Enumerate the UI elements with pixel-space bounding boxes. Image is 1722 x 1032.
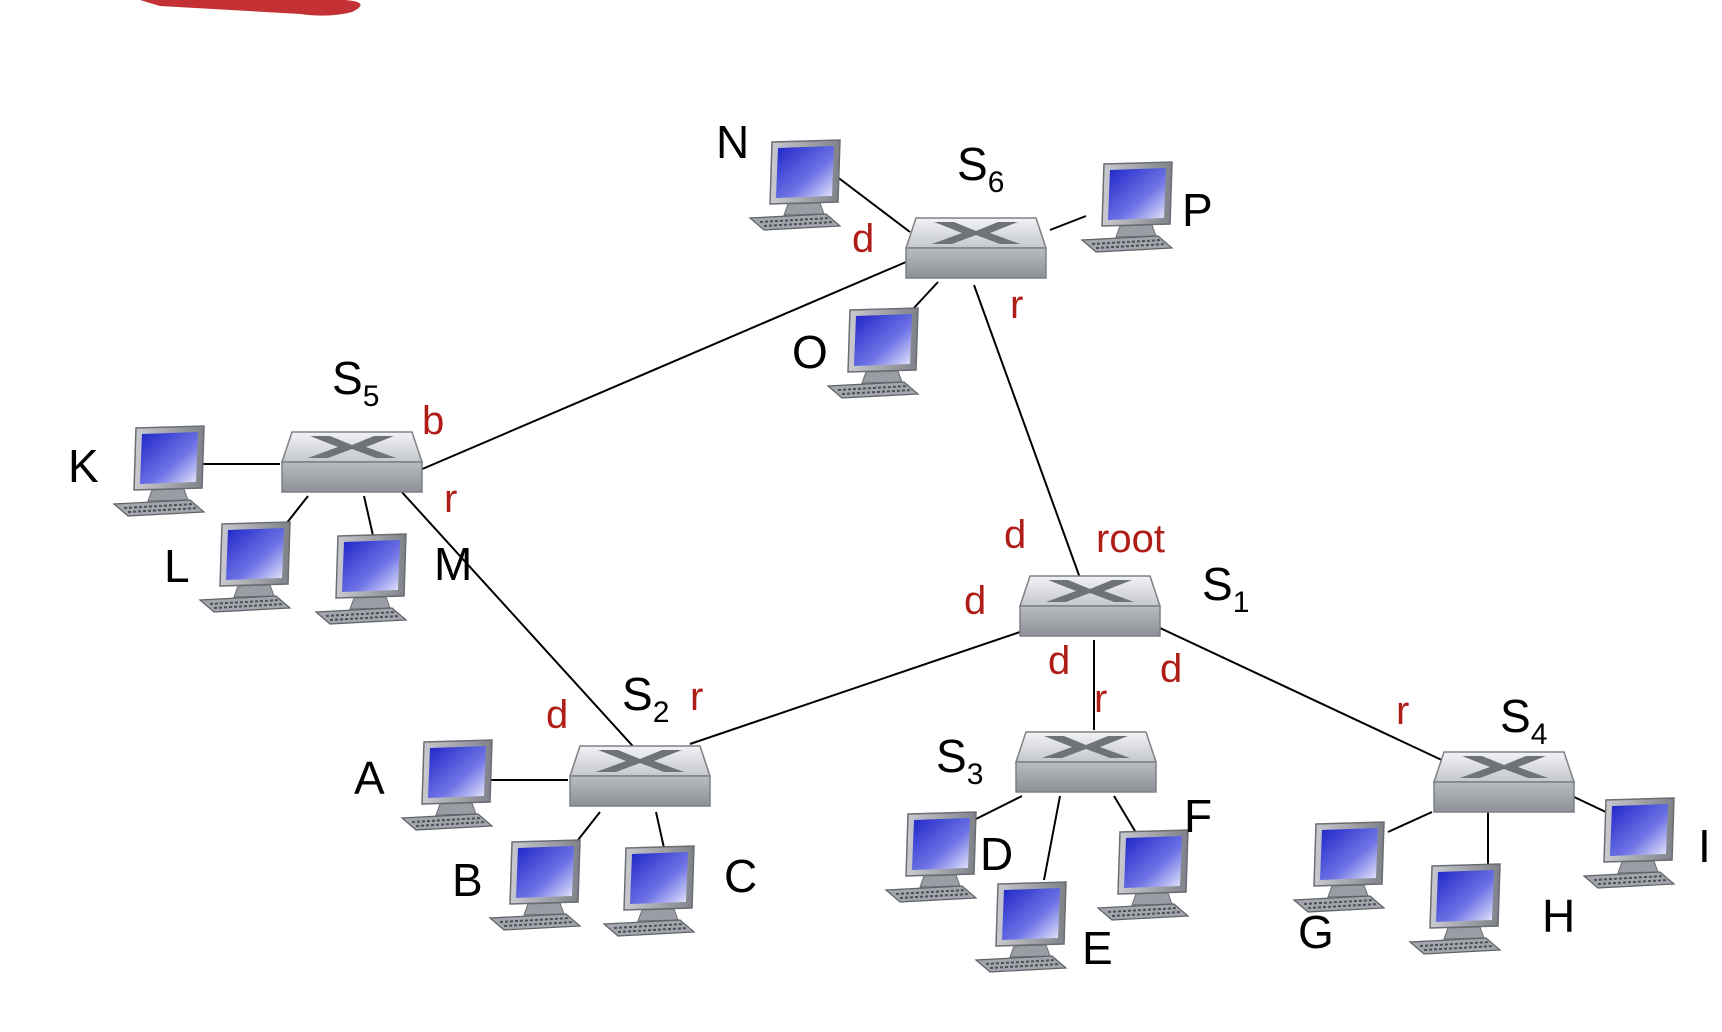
link-l-s5	[285, 495, 309, 525]
port-label-s1-d-right: d	[1160, 647, 1182, 691]
host-label: M	[434, 538, 472, 590]
host-label: N	[716, 116, 749, 168]
desktop-computer-icon	[749, 139, 841, 231]
desktop-computer-icon	[885, 811, 977, 903]
host-I: I	[1583, 797, 1711, 889]
port-label-s6-r: r	[1010, 283, 1023, 327]
switch-s5: S5	[281, 352, 423, 493]
desktop-computer-icon	[1409, 863, 1501, 955]
host-A: A	[354, 739, 493, 831]
link-b-s2	[577, 811, 601, 841]
link-m-s5	[363, 495, 375, 541]
desktop-computer-icon	[1583, 797, 1675, 889]
port-label-s1-d-bottom: d	[1048, 639, 1070, 683]
host-G: G	[1293, 821, 1385, 958]
link-g-s4	[1387, 811, 1433, 833]
host-P: P	[1081, 161, 1213, 253]
desktop-computer-icon	[401, 739, 493, 831]
port-label-s1-root: root	[1096, 517, 1165, 561]
host-label: A	[354, 752, 385, 804]
port-label-s4-r: r	[1396, 689, 1409, 733]
switch-label: S4	[1500, 690, 1547, 751]
red-marker-stroke	[140, 0, 361, 16]
host-D: D	[885, 811, 1013, 903]
switch-icon	[1433, 751, 1575, 813]
host-label: O	[792, 326, 828, 378]
host-L: L	[164, 521, 291, 613]
host-K: K	[68, 425, 205, 517]
desktop-computer-icon	[199, 521, 291, 613]
desktop-computer-icon	[489, 839, 581, 931]
switch-icon	[1019, 575, 1161, 637]
desktop-computer-icon	[603, 845, 695, 937]
host-label: F	[1184, 790, 1212, 842]
links	[196, 175, 1611, 881]
switch-s1: S1	[1019, 558, 1249, 637]
host-label: C	[724, 850, 757, 902]
switch-s2: S2	[569, 668, 711, 807]
link-s2-s1	[689, 631, 1021, 745]
link-s1-s4	[1159, 627, 1447, 763]
host-label: P	[1182, 184, 1213, 236]
port-label-s5-b: b	[422, 399, 444, 443]
switch-s6: S6	[905, 138, 1047, 279]
port-label-s1-d-left: d	[964, 579, 986, 623]
desktop-computer-icon	[1293, 821, 1385, 913]
host-B: B	[452, 839, 581, 931]
port-label-s2-r: r	[690, 675, 703, 719]
switch-label: S3	[936, 730, 983, 791]
port-label-s5-r: r	[444, 477, 457, 521]
host-C: C	[603, 845, 757, 937]
switch-icon	[281, 431, 423, 493]
host-H: H	[1409, 863, 1575, 955]
desktop-computer-icon	[1081, 161, 1173, 253]
host-N: N	[716, 116, 841, 231]
host-label: K	[68, 440, 99, 492]
switch-s3: S3	[936, 730, 1157, 793]
desktop-computer-icon	[1097, 829, 1189, 921]
switch-label: S1	[1202, 558, 1249, 619]
switch-label: S5	[332, 352, 379, 413]
desktop-computer-icon	[113, 425, 205, 517]
link-o-s6	[911, 281, 939, 311]
link-c-s2	[655, 811, 665, 849]
host-label: E	[1082, 922, 1113, 974]
host-E: E	[975, 881, 1113, 974]
link-n-s6	[835, 175, 911, 233]
host-label: L	[164, 540, 190, 592]
host-label: G	[1298, 906, 1334, 958]
desktop-computer-icon	[315, 533, 407, 625]
host-F: F	[1097, 790, 1212, 921]
link-e-s3	[1043, 795, 1061, 881]
switch-icon	[1015, 731, 1157, 793]
desktop-computer-icon	[827, 307, 919, 399]
switch-label: S6	[957, 138, 1004, 199]
port-label-s3-r: r	[1094, 677, 1107, 721]
link-f-s3	[1113, 795, 1139, 837]
host-O: O	[792, 307, 919, 399]
switch-icon	[905, 217, 1047, 279]
host-label: D	[980, 828, 1013, 880]
switch-icon	[569, 745, 711, 807]
port-label-s2-d: d	[546, 693, 568, 737]
port-label-s1-d-top: d	[1004, 513, 1026, 557]
link-s6-s1	[973, 284, 1081, 579]
link-i-s4	[1571, 795, 1611, 815]
switch-label: S2	[622, 668, 669, 729]
host-label: H	[1542, 890, 1575, 942]
host-label: B	[452, 854, 483, 906]
link-s5-s2	[399, 489, 641, 755]
desktop-computer-icon	[975, 881, 1067, 973]
host-label: I	[1698, 820, 1711, 872]
host-M: M	[315, 533, 472, 625]
link-s6-s5	[419, 261, 907, 471]
link-d-s3	[969, 795, 1023, 823]
link-p-s6	[1049, 215, 1087, 231]
port-label-s6-d: d	[852, 217, 874, 261]
port-labels: d r b r d root d d d r d r r	[422, 217, 1409, 737]
switch-s4: S4	[1433, 690, 1575, 813]
